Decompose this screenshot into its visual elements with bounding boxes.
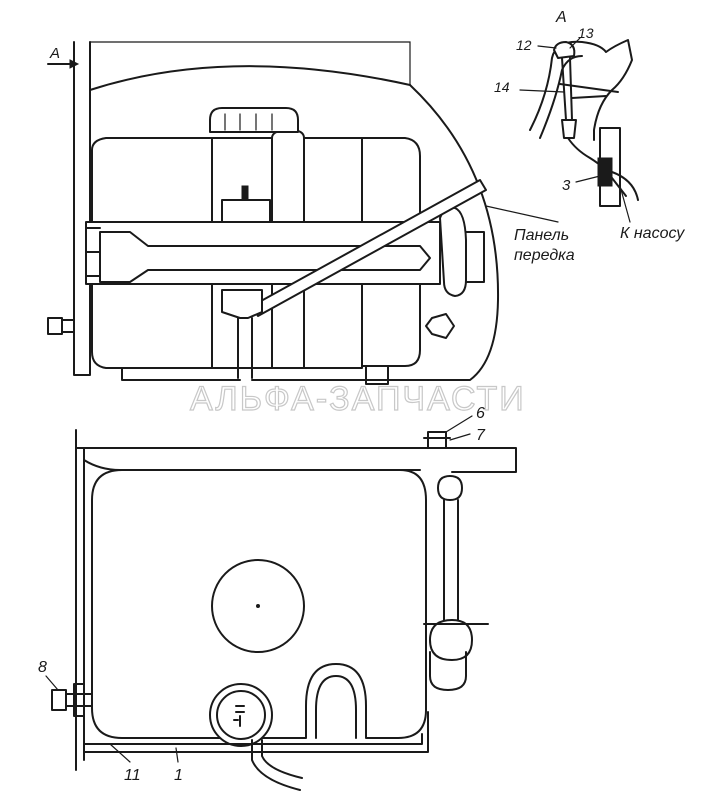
nozzle-fitting [561,119,577,139]
nozzle-head [553,41,576,59]
top-plate-lower [83,459,421,471]
filler-cap-ribs [224,113,273,131]
label-8: 8 [38,659,47,676]
label-1: 1 [174,767,183,784]
view-a-arrow-label: А [49,45,60,62]
panel-leader [485,205,559,223]
leader-14 [519,89,565,93]
leader-7 [449,433,471,441]
view-a-arrowhead [69,59,80,69]
strap-rod [443,499,459,641]
front-view: 6 7 8 11 1 [38,405,517,791]
front-wall [75,429,85,771]
drain-nozzle [365,365,389,385]
bracket-strap [85,221,441,285]
leader-1 [175,747,179,763]
retainer-wire [559,83,619,99]
bracket-clip-left [85,227,101,277]
label-to-pump: К насосу [620,225,685,242]
bolt-8 [51,689,67,711]
hose-clamp [597,157,613,187]
pump-terminal [241,185,249,201]
reservoir-recess [315,675,357,739]
bottom-strap [83,711,429,753]
label-panel-line1: Панель [514,227,569,244]
label-11: 11 [124,767,141,784]
hex-nut [425,313,455,339]
wall-break-line [89,41,411,86]
pump-motor [209,683,273,747]
bracket-lug [465,231,485,283]
wall-edge [89,65,411,91]
pump-motor-rim [216,690,266,740]
wall-plate [73,41,91,376]
outlet-pipe [237,317,253,379]
strap-eye-top [437,475,463,501]
bolt-8-nut [73,683,85,717]
label-14: 14 [494,79,510,95]
filler-center-dot [256,604,260,608]
left-bolt [47,317,75,335]
front-panel-outline [251,84,500,381]
leader-11 [109,743,131,763]
front-outlet-hose [251,739,303,791]
detail-view-a: А 12 13 14 3 К насосу [494,9,685,242]
strap-bolt-6 [427,431,447,449]
label-3: 3 [562,177,571,194]
bolt-8-shank [65,693,93,707]
leader-8 [45,675,59,691]
watermark: АЛЬФА-ЗАПЧАСТИ [190,380,526,418]
top-plate [75,447,517,473]
pump-body [221,199,271,223]
label-12: 12 [516,37,532,53]
bracket-clamp [439,206,467,297]
view-a-title: А [555,9,567,26]
strap-eye-bottom [429,619,473,661]
strap-clip [429,651,467,691]
pump-terminals [233,705,245,727]
pump-line [611,171,639,201]
hose-outlet [221,289,263,319]
bracket-profile [529,39,633,141]
label-panel-line2: передка [514,247,575,264]
leader-13 [569,37,581,49]
label-7: 7 [476,427,486,444]
leader-pump [619,185,631,223]
bracket-inner [99,231,431,283]
label-13: 13 [578,25,594,41]
filler-cap [209,107,299,133]
leader-3 [575,175,601,183]
nozzle-stem [561,57,573,121]
spray-hose [567,137,627,197]
leader-6 [445,415,473,433]
label-6: 6 [476,405,485,422]
leader-12 [537,45,557,49]
tank-base [121,367,241,381]
top-view: А [47,41,559,385]
